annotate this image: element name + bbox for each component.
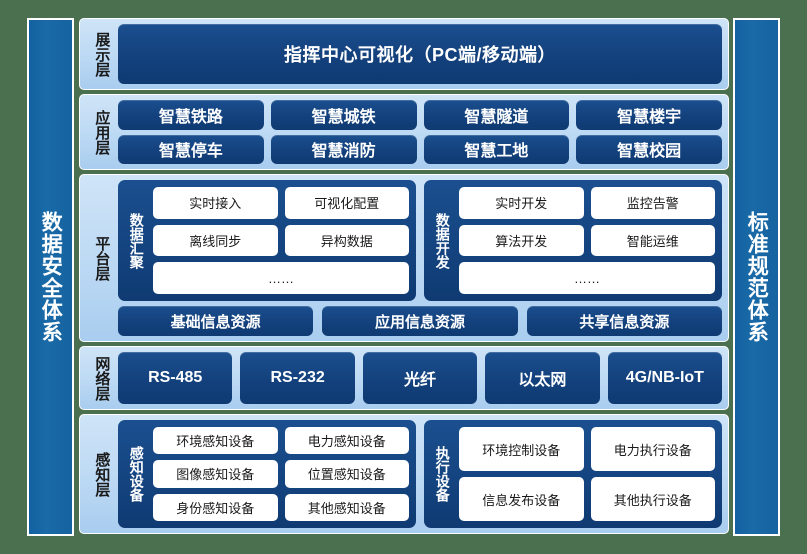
layer-presentation-body: 指挥中心可视化（PC端/移动端） <box>118 24 722 84</box>
resource-shared-information[interactable]: 共享信息资源 <box>526 306 722 336</box>
right-vertical-bar-label: 标准规范体系 <box>745 211 769 343</box>
sensing-row-1: 环境感知设备 电力感知设备 <box>153 427 409 455</box>
group-actuator-devices-items: 环境控制设备 电力执行设备 信息发布设备 其他执行设备 <box>459 427 715 521</box>
aggregation-row-2: 离线同步 异构数据 <box>153 224 409 257</box>
group-actuator-devices-label: 执行设备 <box>434 446 451 502</box>
chip-visual-configuration[interactable]: 可视化配置 <box>284 187 409 219</box>
left-vertical-bar-label: 数据安全体系 <box>39 211 63 343</box>
network-item-rs485[interactable]: RS-485 <box>118 352 233 404</box>
group-data-development-items: 实时开发 监控告警 算法开发 智能运维 …… <box>459 187 715 295</box>
app-item-smart-building[interactable]: 智慧楼宇 <box>576 100 722 130</box>
chip-realtime-development[interactable]: 实时开发 <box>459 187 584 219</box>
chip-realtime-access[interactable]: 实时接入 <box>153 187 278 219</box>
layer-presentation-label: 展示层 <box>93 31 111 77</box>
app-item-smart-campus[interactable]: 智慧校园 <box>576 134 722 164</box>
network-items-row: RS-485 RS-232 光纤 以太网 4G/NB-IoT <box>118 352 723 404</box>
development-row-2: 算法开发 智能运维 <box>459 224 715 257</box>
chip-other-sensing-device[interactable]: 其他感知设备 <box>284 493 409 521</box>
chip-identity-sensing-device[interactable]: 身份感知设备 <box>153 493 278 521</box>
right-vertical-bar-standards: 标准规范体系 <box>733 18 780 536</box>
actuator-row-2: 信息发布设备 其他执行设备 <box>459 477 715 521</box>
network-item-ethernet[interactable]: 以太网 <box>485 352 600 404</box>
aggregation-row-1: 实时接入 可视化配置 <box>153 187 409 219</box>
left-vertical-bar-data-security: 数据安全体系 <box>27 18 74 536</box>
development-row-1: 实时开发 监控告警 <box>459 187 715 219</box>
layer-application-body: 智慧铁路 智慧城铁 智慧隧道 智慧楼宇 智慧停车 智慧消防 智慧工地 智慧校园 <box>118 100 722 164</box>
layer-presentation: 展示层 指挥中心可视化（PC端/移动端） <box>79 18 729 90</box>
app-item-smart-construction-site[interactable]: 智慧工地 <box>423 134 570 164</box>
aggregation-row-3: …… <box>153 262 409 295</box>
layer-perception-label: 感知层 <box>93 451 111 497</box>
layer-platform: 平台层 数据汇聚 实时接入 可视化配置 离线同步 异 <box>79 174 729 342</box>
chip-information-release-device[interactable]: 信息发布设备 <box>459 477 584 521</box>
resource-basic-information[interactable]: 基础信息资源 <box>118 306 314 336</box>
chip-power-actuator-device[interactable]: 电力执行设备 <box>590 427 715 471</box>
layer-application-label: 应用层 <box>93 109 111 155</box>
chip-environment-control-device[interactable]: 环境控制设备 <box>459 427 584 471</box>
chip-power-sensing-device[interactable]: 电力感知设备 <box>284 427 409 455</box>
group-actuator-devices: 执行设备 环境控制设备 电力执行设备 信息发布设备 其他执行设备 <box>424 420 722 528</box>
application-row-1: 智慧铁路 智慧城铁 智慧隧道 智慧楼宇 <box>118 100 722 130</box>
layer-platform-body: 数据汇聚 实时接入 可视化配置 离线同步 异构数据 …… <box>118 180 722 336</box>
command-center-visualization-bar[interactable]: 指挥中心可视化（PC端/移动端） <box>118 24 722 84</box>
app-item-smart-tunnel[interactable]: 智慧隧道 <box>423 100 570 130</box>
platform-resource-row: 基础信息资源 应用信息资源 共享信息资源 <box>118 306 722 336</box>
chip-intelligent-operations[interactable]: 智能运维 <box>590 224 715 257</box>
network-item-rs232[interactable]: RS-232 <box>240 352 355 404</box>
chip-heterogeneous-data[interactable]: 异构数据 <box>284 224 409 257</box>
group-sensing-devices-items: 环境感知设备 电力感知设备 图像感知设备 位置感知设备 身份感知设备 其他感知设… <box>153 427 409 521</box>
chip-algorithm-development[interactable]: 算法开发 <box>459 224 584 257</box>
layer-perception: 感知层 感知设备 环境感知设备 电力感知设备 图像感知设备 <box>79 414 729 534</box>
layer-perception-body: 感知设备 环境感知设备 电力感知设备 图像感知设备 位置感知设备 <box>118 420 722 528</box>
application-row-2: 智慧停车 智慧消防 智慧工地 智慧校园 <box>118 134 722 164</box>
sensing-row-3: 身份感知设备 其他感知设备 <box>153 493 409 521</box>
group-data-development: 数据开发 实时开发 监控告警 算法开发 智能运维 …… <box>424 180 722 301</box>
chip-location-sensing-device[interactable]: 位置感知设备 <box>284 460 409 488</box>
chip-environment-sensing-device[interactable]: 环境感知设备 <box>153 427 278 455</box>
perception-groups: 感知设备 环境感知设备 电力感知设备 图像感知设备 位置感知设备 <box>118 420 722 528</box>
layer-application: 应用层 智慧铁路 智慧城铁 智慧隧道 智慧楼宇 智慧停车 智慧消防 智慧工地 智… <box>79 94 729 170</box>
layer-network-body: RS-485 RS-232 光纤 以太网 4G/NB-IoT <box>118 352 723 404</box>
chip-monitoring-alarm[interactable]: 监控告警 <box>590 187 715 219</box>
group-data-aggregation-items: 实时接入 可视化配置 离线同步 异构数据 …… <box>153 187 409 295</box>
chip-other-actuator-device[interactable]: 其他执行设备 <box>590 477 715 521</box>
group-sensing-devices: 感知设备 环境感知设备 电力感知设备 图像感知设备 位置感知设备 <box>118 420 416 528</box>
group-sensing-devices-label: 感知设备 <box>128 446 145 502</box>
chip-offline-sync[interactable]: 离线同步 <box>153 224 278 257</box>
layer-network: 网络层 RS-485 RS-232 光纤 以太网 4G/NB-IoT <box>79 346 729 410</box>
chip-aggregation-ellipsis[interactable]: …… <box>153 262 409 295</box>
chip-development-ellipsis[interactable]: …… <box>459 262 715 295</box>
actuator-row-1: 环境控制设备 电力执行设备 <box>459 427 715 471</box>
app-item-smart-parking[interactable]: 智慧停车 <box>118 134 264 164</box>
sensing-row-2: 图像感知设备 位置感知设备 <box>153 460 409 488</box>
group-data-aggregation: 数据汇聚 实时接入 可视化配置 离线同步 异构数据 …… <box>118 180 416 301</box>
app-item-smart-urban-rail[interactable]: 智慧城铁 <box>270 100 417 130</box>
network-item-4g-nbiot[interactable]: 4G/NB-IoT <box>607 352 723 404</box>
group-data-aggregation-label: 数据汇聚 <box>128 212 145 269</box>
development-row-3: …… <box>459 262 715 295</box>
layer-network-label: 网络层 <box>93 355 111 401</box>
platform-groups: 数据汇聚 实时接入 可视化配置 离线同步 异构数据 …… <box>118 180 722 301</box>
chip-image-sensing-device[interactable]: 图像感知设备 <box>153 460 278 488</box>
resource-application-information[interactable]: 应用信息资源 <box>322 306 518 336</box>
layer-stack: 展示层 指挥中心可视化（PC端/移动端） 应用层 智慧铁路 智慧城铁 智慧隧道 … <box>79 18 729 536</box>
group-data-development-label: 数据开发 <box>434 212 451 269</box>
layer-platform-label: 平台层 <box>93 235 111 281</box>
app-item-smart-firefighting[interactable]: 智慧消防 <box>270 134 417 164</box>
network-item-fiber-optic[interactable]: 光纤 <box>362 352 478 404</box>
app-item-smart-railway[interactable]: 智慧铁路 <box>118 100 264 130</box>
